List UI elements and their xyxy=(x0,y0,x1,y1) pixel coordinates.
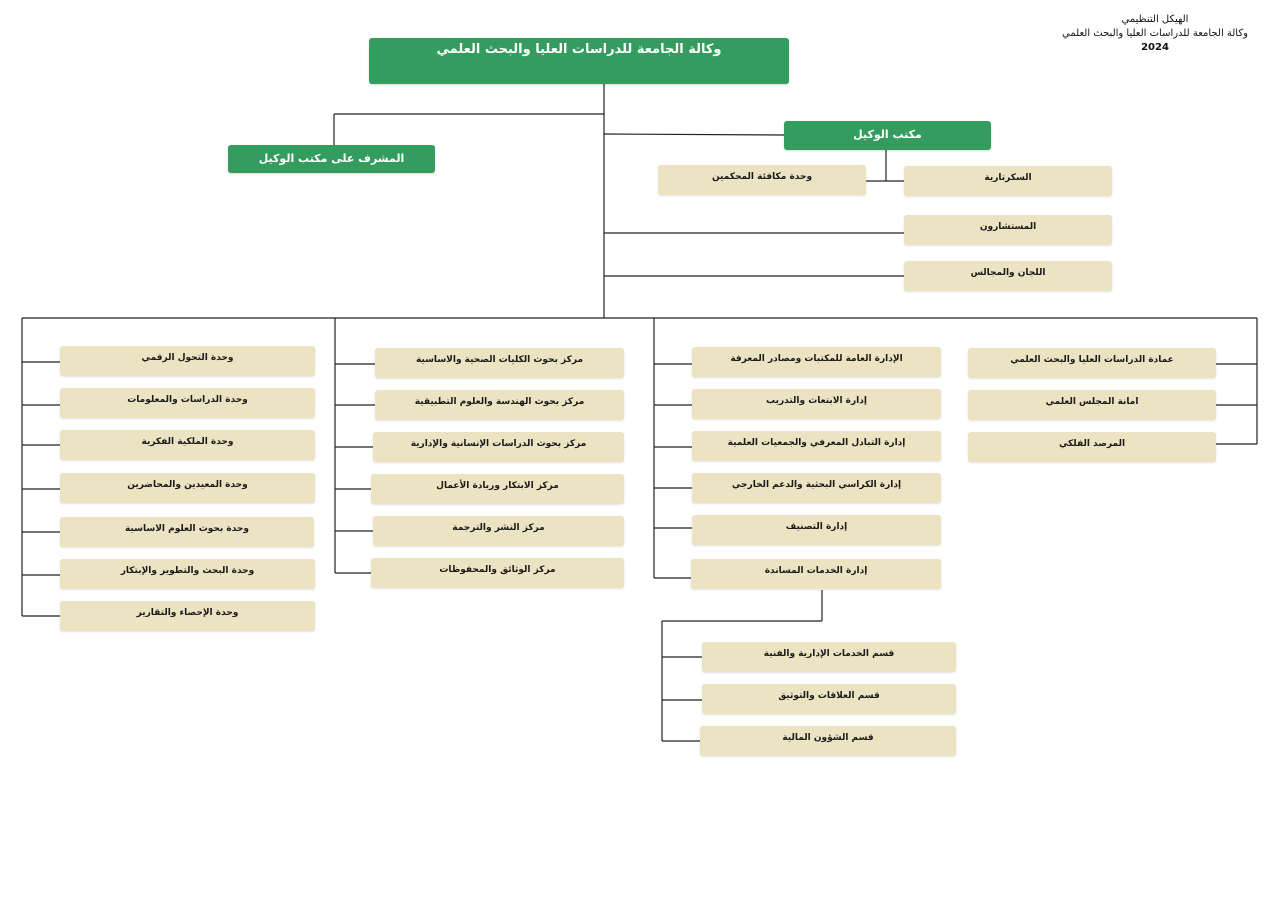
node-office: مكتب الوكيل xyxy=(784,121,991,150)
col4-node: وحدة الدراسات والمعلومات xyxy=(60,388,315,418)
support-section-node: قسم الشؤون المالية xyxy=(700,726,956,756)
col4-node: وحدة التحول الرقمي xyxy=(60,346,315,376)
support-section-node: قسم العلاقات والتوثيق xyxy=(702,684,956,714)
col2-node: إدارة الكراسي البحثية والدعم الخارجي xyxy=(692,473,941,503)
col1-node: امانة المجلس العلمي xyxy=(968,390,1216,420)
chart-header: الهيكل التنظيمي وكالة الجامعة للدراسات ا… xyxy=(1060,13,1250,55)
col1-node: عمادة الدراسات العليا والبحث العلمي xyxy=(968,348,1216,378)
col3-node: مركز بحوث الكليات الصحية والاساسية xyxy=(375,348,624,378)
header-title: الهيكل التنظيمي xyxy=(1121,14,1189,25)
node-advisors: المستشارون xyxy=(904,215,1112,245)
node-supervisor: المشرف على مكتب الوكيل xyxy=(228,145,435,173)
header-subtitle: وكالة الجامعة للدراسات العليا والبحث الع… xyxy=(1062,28,1248,39)
col2-node: إدارة الابتعاث والتدريب xyxy=(692,389,941,419)
col3-node: مركز الابتكار وريادة الأعمال xyxy=(371,474,624,504)
header-year: 2024 xyxy=(1141,42,1169,53)
col3-node: مركز الوثائق والمحفوظات xyxy=(371,558,624,588)
col4-node: وحدة بحوث العلوم الاساسية xyxy=(60,517,314,547)
col2-node: إدارة التصنيف xyxy=(692,515,941,545)
col4-node: وحدة الملكية الفكرية xyxy=(60,430,315,460)
col3-node: مركز النشر والترجمة xyxy=(373,516,624,546)
node-committees: اللجان والمجالس xyxy=(904,261,1112,291)
node-reviewers-reward: وحدة مكافئة المحكمين xyxy=(658,165,866,195)
col3-node: مركز بحوث الهندسة والعلوم التطبيقية xyxy=(375,390,624,420)
col4-node: وحدة البحث والتطوير والإبتكار xyxy=(60,559,315,589)
support-section-node: قسم الخدمات الإدارية والفنية xyxy=(702,642,956,672)
col4-node: وحدة المعيدين والمحاضرين xyxy=(60,473,315,503)
col3-node: مركز بحوث الدراسات الإنسانية والإدارية xyxy=(373,432,624,462)
col2-node: إدارة التبادل المعرفي والجمعيات العلمية xyxy=(692,431,941,461)
col4-node: وحدة الإحصاء والتقارير xyxy=(60,601,315,631)
top-node-vice-rectorate: وكالة الجامعة للدراسات العليا والبحث الع… xyxy=(369,38,789,84)
col1-node: المرصد الفلكي xyxy=(968,432,1216,462)
node-secretariat: السكرتارية xyxy=(904,166,1112,196)
col2-node: الإدارة العامة للمكتبات ومصادر المعرفة xyxy=(692,347,941,377)
col2-node-support-services: إدارة الخدمات المساندة xyxy=(691,559,941,589)
